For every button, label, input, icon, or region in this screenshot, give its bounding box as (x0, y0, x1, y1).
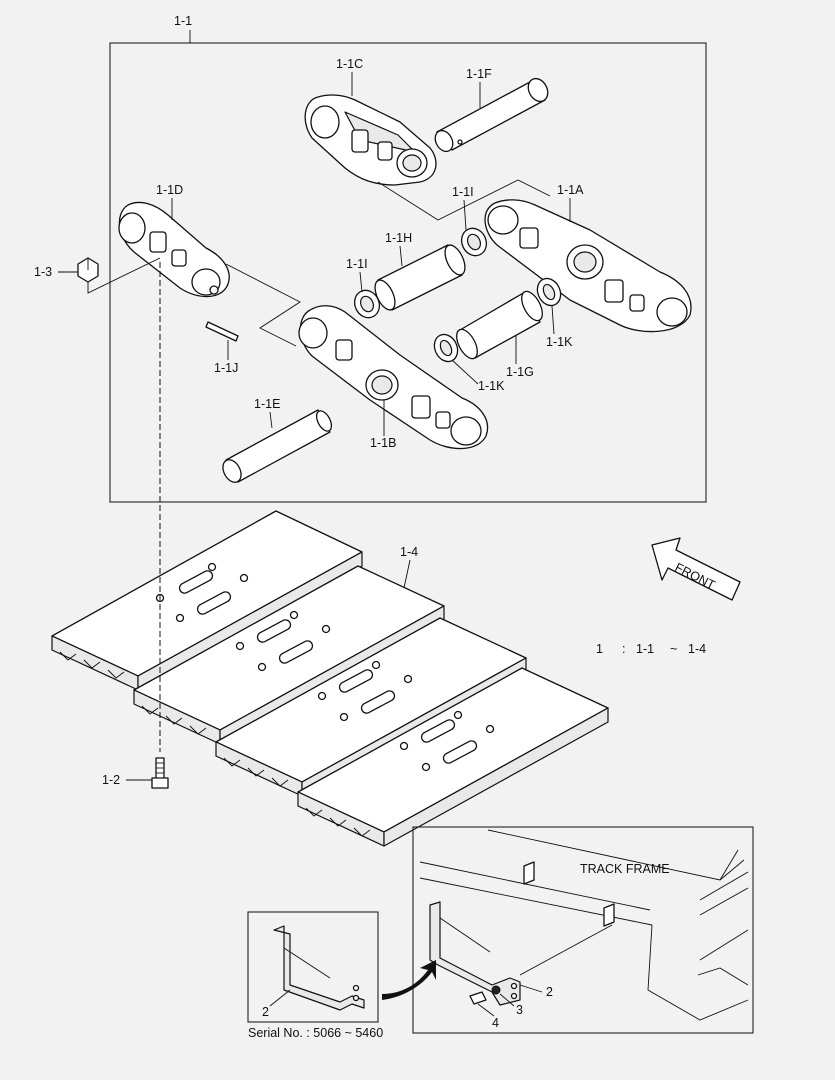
label-1-1a: 1-1A (557, 183, 584, 197)
link-1-1a: 1-1A (484, 183, 692, 333)
link-1-1d: 1-1D (118, 183, 230, 298)
track-frame-label: TRACK FRAME (580, 862, 670, 876)
label-1-1k-bottom: 1-1K (478, 379, 505, 393)
label-1-1: 1-1 (174, 14, 192, 28)
legend-to: 1-4 (688, 642, 706, 656)
assembly-box: 1-1 (109, 14, 707, 503)
front-arrow: FRONT (651, 537, 741, 601)
label-1-1j: 1-1J (214, 361, 238, 375)
label-2-left: 2 (262, 1005, 269, 1019)
label-3: 3 (516, 1003, 523, 1017)
legend-from: 1-1 (636, 642, 654, 656)
legend-tilde: ~ (670, 642, 677, 656)
label-1-1i-left: 1-1I (346, 257, 368, 271)
link-1-1c: 1-1C (304, 57, 437, 186)
label-1-1b: 1-1B (370, 436, 396, 450)
seal-1-1i-left: 1-1I (346, 257, 381, 319)
label-4: 4 (492, 1016, 499, 1030)
label-1-1g: 1-1G (506, 365, 534, 379)
serial-note: Serial No. : 5066 ~ 5460 (248, 1026, 383, 1040)
nut-1-3: 1-3 (34, 257, 161, 294)
track-shoes-1-4: 1-4 (51, 510, 609, 847)
label-1-1e: 1-1E (254, 397, 280, 411)
legend-item: 1 (596, 642, 603, 656)
pin-1-1e: 1-1E (222, 397, 333, 483)
bushing-1-1h: 1-1H (374, 231, 466, 311)
pin-1-1f: 1-1F (434, 67, 549, 153)
assembly-connectors (225, 179, 551, 347)
seal-1-1k-bottom: 1-1K (433, 333, 505, 393)
label-1-1f: 1-1F (466, 67, 492, 81)
seal-1-1i-top: 1-1I (452, 185, 488, 257)
label-1-1k-right: 1-1K (546, 335, 573, 349)
bushing-1-1g: 1-1G (456, 290, 543, 379)
clip-1-1j: 1-1J (205, 321, 239, 375)
label-2-right: 2 (546, 985, 553, 999)
label-1-4: 1-4 (400, 545, 418, 559)
label-1-1h: 1-1H (385, 231, 412, 245)
serial-detail: 2 Serial No. : 5066 ~ 5460 (247, 911, 383, 1040)
link-1-1b: 1-1B (298, 305, 489, 450)
label-1-1d: 1-1D (156, 183, 183, 197)
detail-callout-arrow (382, 960, 436, 1000)
label-1-1i-top: 1-1I (452, 185, 474, 199)
legend: 1 : 1-1 ~ 1-4 (596, 642, 706, 656)
seal-1-1k-right: 1-1K (536, 277, 573, 349)
track-frame-detail: TRACK FRAME 2 3 4 (412, 826, 754, 1034)
bolt-1-2: 1-2 (102, 757, 169, 789)
label-1-3: 1-3 (34, 265, 52, 279)
label-1-1c: 1-1C (336, 57, 363, 71)
label-1-2: 1-2 (102, 773, 120, 787)
legend-sep: : (622, 642, 625, 656)
